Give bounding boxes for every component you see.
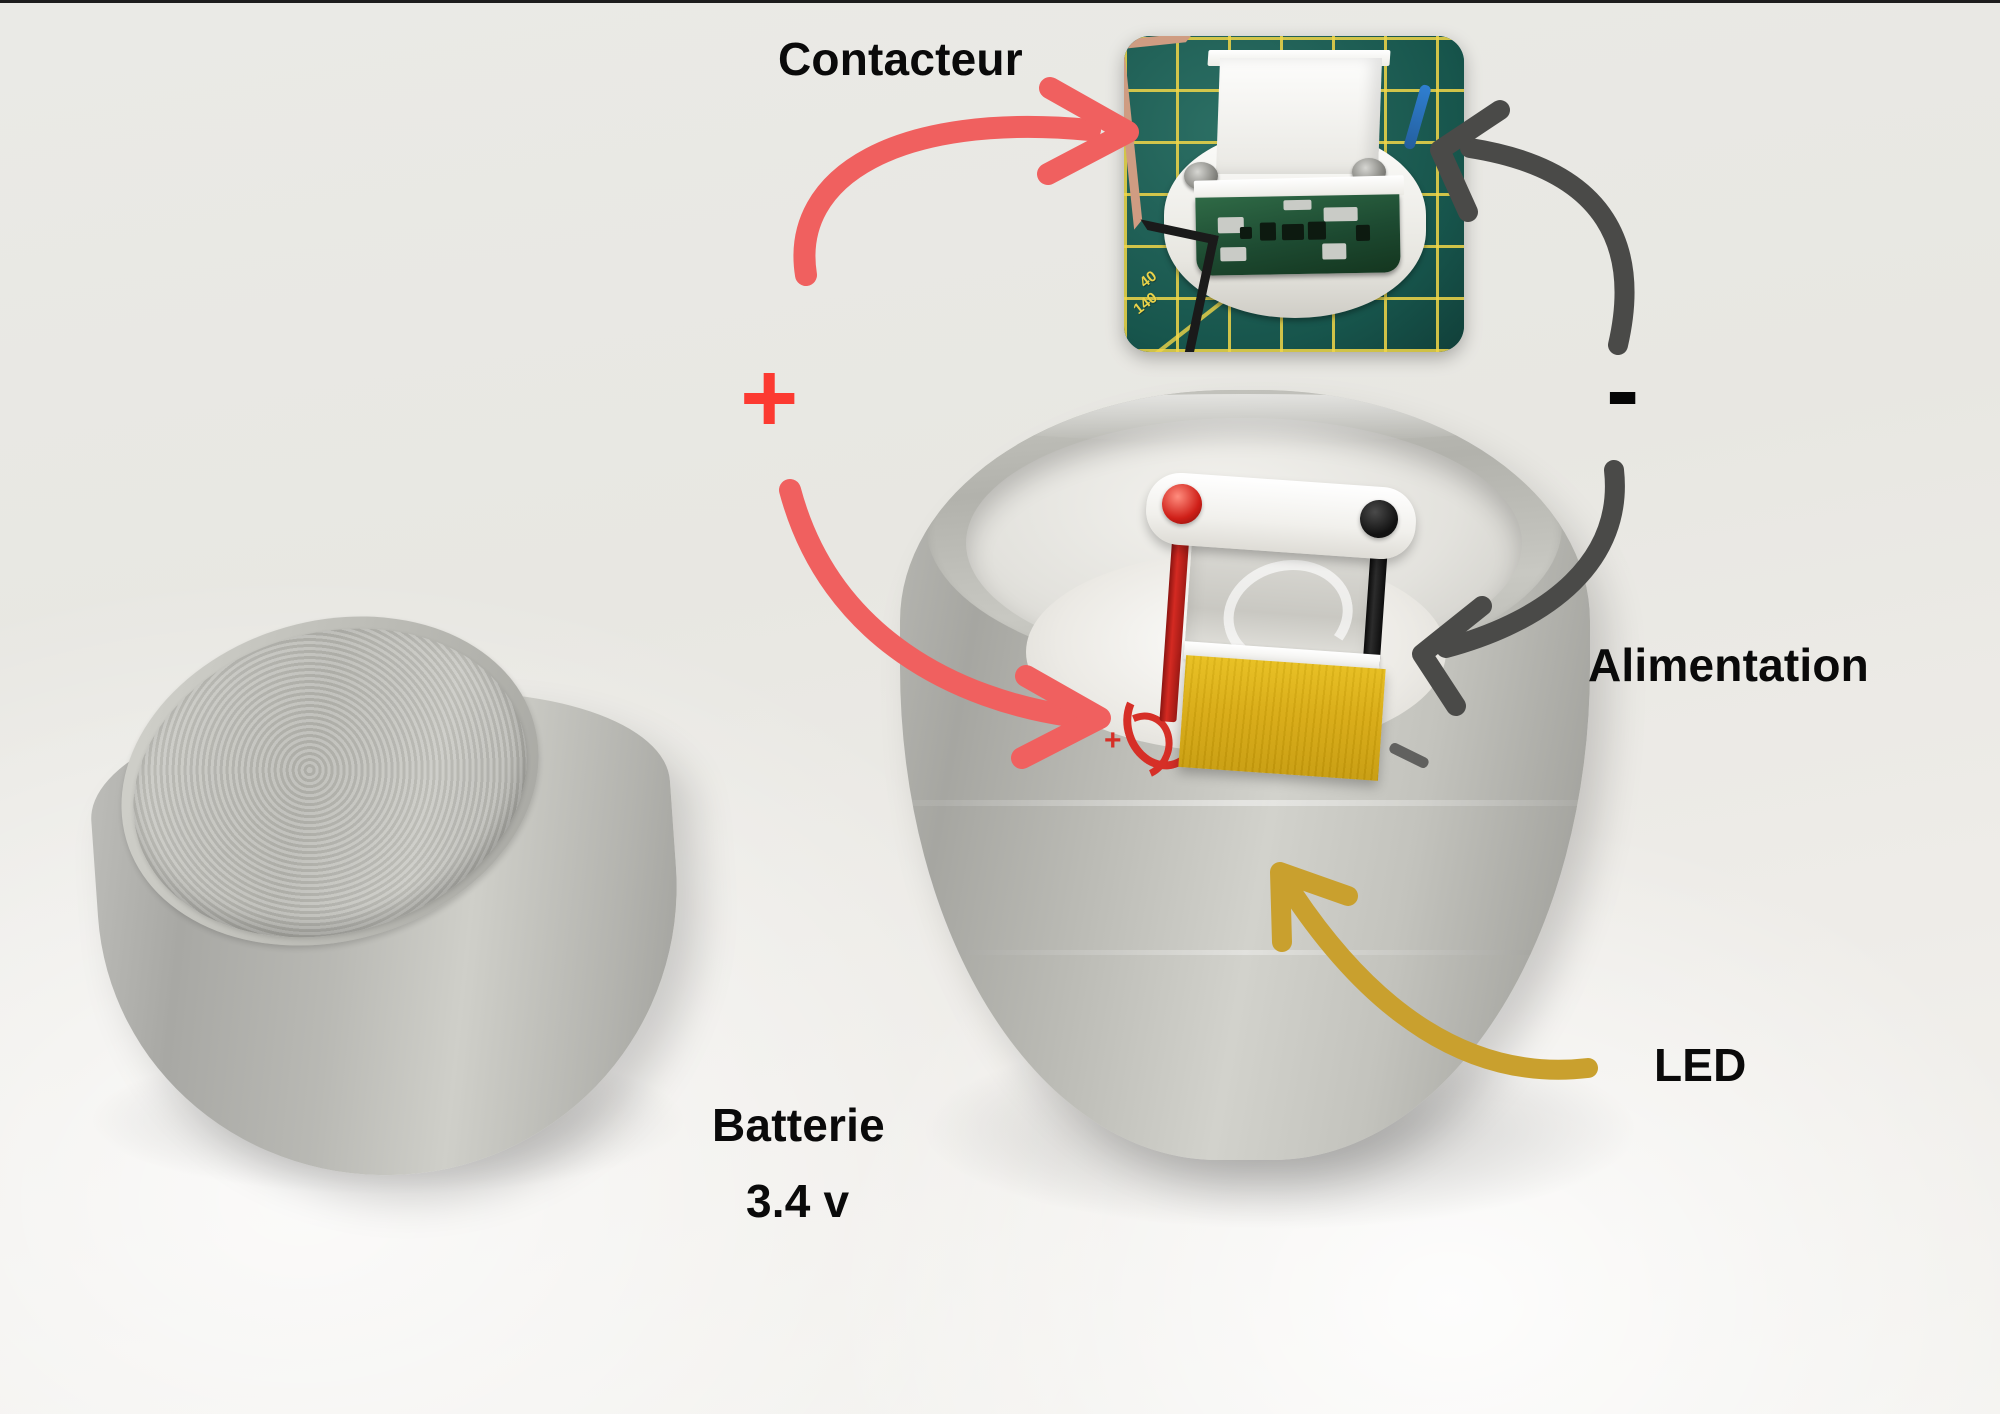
contacteur-inset-photo: 40 140 (1124, 36, 1464, 352)
pcb-connector (1283, 199, 1312, 211)
negative-polarity-sign: - (1606, 334, 1640, 446)
electronics-module: + (1101, 470, 1431, 789)
positive-marking-icon: + (1104, 724, 1122, 757)
pcb-chip (1259, 222, 1277, 241)
pcb-pad (1220, 246, 1247, 262)
lamp-bowl-assembly: + (900, 390, 1660, 1230)
battery-cone-cover (82, 568, 728, 1215)
pcb-chip (1281, 223, 1305, 241)
housing-white-body (1215, 58, 1383, 174)
bowl-layer-line-lower (900, 950, 1590, 955)
bowl-layer-line-upper (900, 800, 1590, 806)
arrow-positive-to-contacteur (793, 77, 1139, 286)
pcb-pad (1322, 243, 1347, 260)
dark-screw (1387, 741, 1431, 770)
pcb-chip (1307, 221, 1327, 240)
pcb-chip (1355, 224, 1371, 241)
bowl-rim-highlight (940, 394, 1550, 442)
arrow-negative-from-contacteur (1430, 100, 1635, 355)
pcb-pad (1323, 206, 1358, 222)
label-battery-voltage: 3.4 v (746, 1175, 850, 1227)
yellow-led-panel (1178, 655, 1386, 781)
label-led: LED (1654, 1039, 1747, 1091)
label-contacteur: Contacteur (778, 33, 1023, 85)
top-border-rule (0, 0, 2000, 3)
positive-polarity-sign: + (740, 342, 799, 454)
green-pcb (1195, 194, 1401, 276)
label-batterie: Batterie (712, 1099, 885, 1151)
pcb-chip (1239, 226, 1253, 240)
label-alimentation: Alimentation (1588, 639, 1869, 691)
